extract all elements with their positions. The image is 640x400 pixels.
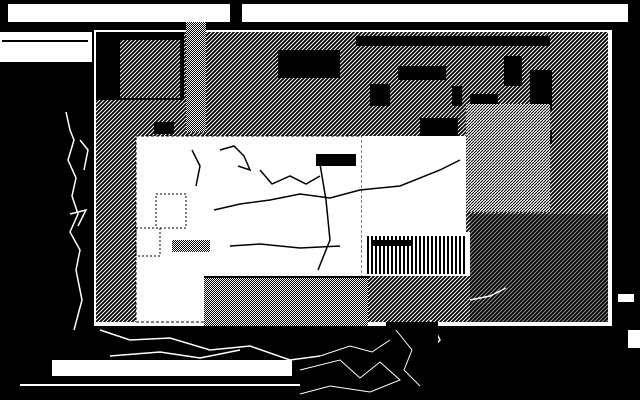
bottom-bar	[52, 360, 292, 376]
window-block	[278, 50, 340, 78]
top-bar	[8, 4, 628, 22]
checkered-floor	[204, 276, 368, 326]
left-box	[0, 32, 92, 62]
